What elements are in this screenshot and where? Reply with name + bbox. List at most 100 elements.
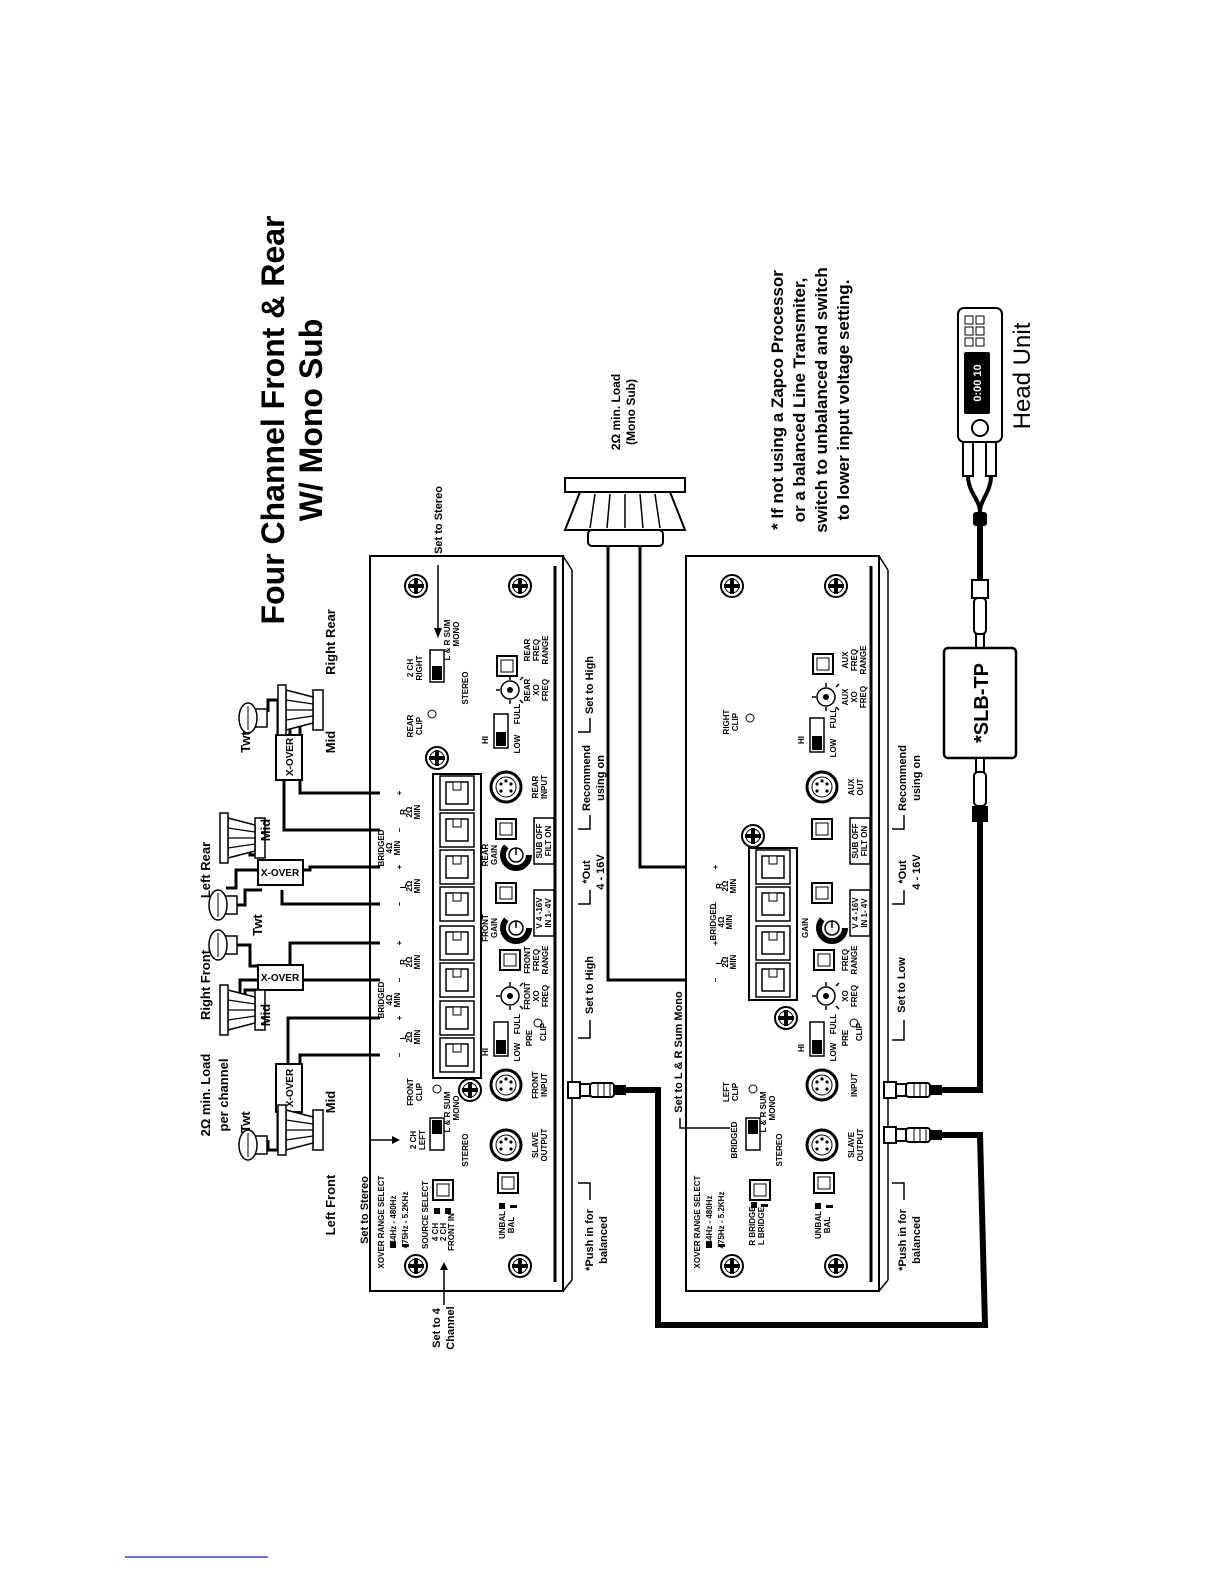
svg-text:Set to 4: Set to 4 bbox=[431, 1307, 443, 1348]
svg-text:Recommend: Recommend bbox=[581, 745, 593, 811]
svg-text:*Out: *Out bbox=[897, 860, 909, 884]
svg-text:FULL: FULL bbox=[829, 1014, 838, 1035]
svg-text:RANGE: RANGE bbox=[850, 945, 859, 975]
svg-text:X-OVER: X-OVER bbox=[261, 973, 300, 984]
svg-text:BRIDGED: BRIDGED bbox=[709, 903, 718, 940]
svg-text:Left Rear: Left Rear bbox=[198, 842, 213, 898]
svg-text:475Hz - 5.2KHz: 475Hz - 5.2KHz bbox=[717, 1192, 726, 1249]
svg-text:to lower input voltage setting: to lower input voltage setting. bbox=[834, 280, 853, 521]
svg-text:MIN: MIN bbox=[729, 878, 738, 893]
svg-text:2Ω: 2Ω bbox=[405, 806, 414, 817]
head-unit: 0:00 10 Head Unit bbox=[957, 307, 1036, 580]
svg-text:FREQ: FREQ bbox=[841, 949, 850, 971]
svg-text:–: – bbox=[395, 977, 404, 982]
svg-text:FREQ: FREQ bbox=[532, 639, 541, 661]
svg-text:REAR: REAR bbox=[406, 714, 415, 737]
svg-text:+: + bbox=[395, 1015, 404, 1020]
svg-text:SOURCE SELECT: SOURCE SELECT bbox=[421, 1181, 430, 1249]
svg-text:REAR: REAR bbox=[481, 843, 490, 866]
svg-text:CLIP: CLIP bbox=[855, 1022, 864, 1041]
svg-text:INPUT: INPUT bbox=[540, 775, 549, 799]
svg-text:2Ω: 2Ω bbox=[405, 880, 414, 891]
svg-text:LOW: LOW bbox=[829, 1042, 838, 1061]
svg-text:SUB OFF: SUB OFF bbox=[851, 823, 860, 858]
svg-text:L & R SUM: L & R SUM bbox=[443, 1091, 452, 1132]
svg-text:4 - 16V: 4 - 16V bbox=[911, 854, 923, 890]
svg-text:FREQ: FREQ bbox=[859, 686, 868, 708]
svg-text:Left Front: Left Front bbox=[323, 1174, 338, 1235]
svg-text:Recommend: Recommend bbox=[897, 745, 909, 811]
svg-text:R: R bbox=[399, 959, 408, 965]
svg-text:RANGE: RANGE bbox=[859, 645, 868, 675]
svg-text:MIN: MIN bbox=[393, 840, 402, 855]
svg-text:CLIP: CLIP bbox=[415, 716, 424, 735]
svg-text:CLIP: CLIP bbox=[539, 1022, 548, 1041]
callouts: Set to Stereo Set to Stereo Set to 4 Cha… bbox=[359, 486, 923, 1350]
xover-left-front: X-OVER bbox=[275, 1063, 303, 1113]
diagram-title: Four Channel Front & Rear W/ Mono Sub bbox=[255, 216, 329, 625]
svg-text:MIN: MIN bbox=[725, 914, 734, 929]
svg-text:OUT: OUT bbox=[856, 778, 865, 795]
svg-text:L & R SUM: L & R SUM bbox=[759, 1091, 768, 1132]
svg-text:*Push in for: *Push in for bbox=[584, 1208, 596, 1270]
svg-text:W/ Mono Sub: W/ Mono Sub bbox=[293, 319, 329, 522]
xover-right-rear: X-OVER bbox=[275, 734, 303, 781]
svg-text:REAR: REAR bbox=[523, 678, 532, 701]
svg-text:2Ω min. Load: 2Ω min. Load bbox=[198, 1054, 213, 1137]
svg-text:+: + bbox=[395, 790, 404, 795]
tweeter-left-front bbox=[238, 1129, 268, 1161]
svg-text:Set to L & R Sum Mono: Set to L & R Sum Mono bbox=[673, 991, 685, 1113]
svg-text:BRIDGED: BRIDGED bbox=[377, 829, 386, 866]
svg-text:–: – bbox=[395, 827, 404, 832]
mono-sub-speaker: 2Ω min. Load (Mono Sub) bbox=[563, 374, 720, 982]
svg-text:AUX: AUX bbox=[841, 688, 850, 706]
svg-text:X-OVER: X-OVER bbox=[285, 1068, 296, 1107]
svg-text:4Ω: 4Ω bbox=[717, 916, 726, 927]
svg-text:* If not using a Zapco Process: * If not using a Zapco Processor bbox=[768, 270, 787, 530]
svg-text:OUTPUT: OUTPUT bbox=[856, 1128, 865, 1161]
svg-text:UNBAL: UNBAL bbox=[498, 1211, 507, 1239]
svg-text:PRE: PRE bbox=[525, 1029, 534, 1046]
svg-text:*Push in for: *Push in for bbox=[897, 1208, 909, 1270]
svg-text:Mid: Mid bbox=[323, 1091, 338, 1113]
svg-text:MIN: MIN bbox=[413, 954, 422, 969]
svg-text:Set to Stereo: Set to Stereo bbox=[359, 1176, 371, 1244]
svg-text:XOVER RANGE SELECT: XOVER RANGE SELECT bbox=[377, 1175, 386, 1268]
svg-text:AUX: AUX bbox=[841, 651, 850, 669]
svg-text:*Out: *Out bbox=[581, 860, 593, 884]
svg-text:REAR: REAR bbox=[523, 638, 532, 661]
svg-text:–: – bbox=[395, 1052, 404, 1057]
svg-text:MONO: MONO bbox=[452, 622, 461, 647]
svg-text:balanced: balanced bbox=[911, 1216, 923, 1264]
svg-text:R: R bbox=[715, 883, 724, 889]
svg-text:475Hz - 5.2KHz: 475Hz - 5.2KHz bbox=[401, 1192, 410, 1249]
speaker-labels: Right Rear Twt Mid Left Rear Mid Twt Rig… bbox=[198, 609, 338, 1235]
svg-text:2 CH: 2 CH bbox=[439, 1223, 448, 1241]
svg-text:L: L bbox=[399, 883, 408, 888]
svg-text:Right Rear: Right Rear bbox=[323, 609, 338, 675]
svg-text:X-OVER: X-OVER bbox=[285, 737, 296, 776]
svg-text:FILT ON: FILT ON bbox=[544, 826, 553, 857]
svg-text:GAIN: GAIN bbox=[490, 845, 499, 865]
head-unit-display: 0:00 10 bbox=[972, 364, 984, 401]
svg-text:STEREO: STEREO bbox=[461, 672, 470, 705]
svg-text:R: R bbox=[399, 809, 408, 815]
svg-text:(Mono Sub): (Mono Sub) bbox=[624, 379, 638, 445]
svg-text:MIN: MIN bbox=[413, 1029, 422, 1044]
svg-text:SLAVE: SLAVE bbox=[531, 1131, 540, 1158]
svg-text:V 4 -16V: V 4 -16V bbox=[535, 897, 544, 929]
xover-right-front: X-OVER bbox=[257, 964, 304, 991]
note-text: * If not using a Zapco Processor or a ba… bbox=[768, 267, 853, 532]
svg-text:44Hz - 480Hz: 44Hz - 480Hz bbox=[389, 1196, 398, 1245]
svg-text:IN 1- 4V: IN 1- 4V bbox=[860, 898, 869, 928]
svg-text:FRONT: FRONT bbox=[531, 1071, 540, 1099]
svg-text:FILT ON: FILT ON bbox=[860, 826, 869, 857]
svg-text:LOW: LOW bbox=[829, 738, 838, 757]
svg-text:+: + bbox=[711, 940, 720, 945]
svg-text:RANGE: RANGE bbox=[541, 945, 550, 975]
svg-text:LOW: LOW bbox=[513, 1042, 522, 1061]
svg-text:per channel: per channel bbox=[216, 1059, 231, 1132]
svg-text:HI: HI bbox=[797, 1044, 806, 1052]
svg-text:FRONT IN: FRONT IN bbox=[447, 1213, 456, 1251]
